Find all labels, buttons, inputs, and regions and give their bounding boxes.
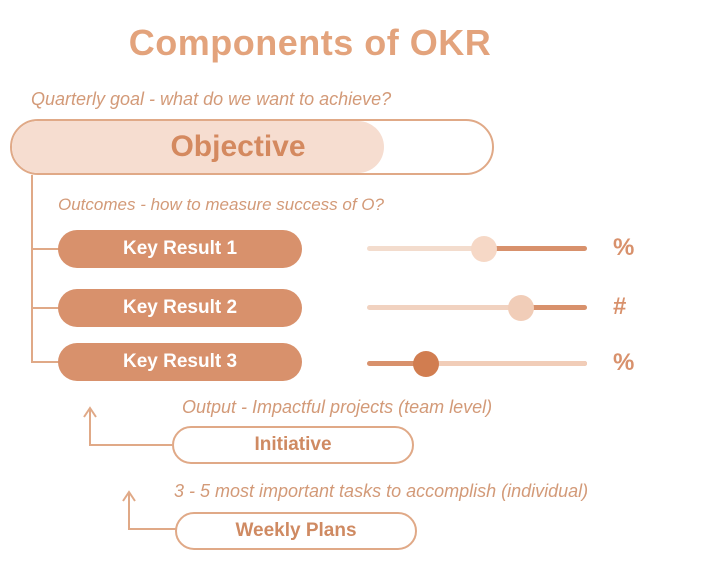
key-results-caption: Outcomes - how to measure success of O? (58, 195, 384, 214)
key-result-2-slider (367, 295, 587, 321)
weekly-arrow-head (122, 490, 136, 502)
key-result-2-unit: # (613, 293, 627, 320)
key-result-2-pill: Key Result 2 (58, 289, 302, 327)
objective-caption: Quarterly goal - what do we want to achi… (31, 89, 392, 109)
key-result-1-slider (367, 236, 587, 262)
slider-track-right (426, 361, 587, 366)
slider-track-right (483, 246, 587, 251)
key-result-1-unit: % (613, 234, 635, 261)
objective-label: Objective (170, 130, 306, 163)
weekly-arrow-line (128, 494, 176, 530)
kr-trunk-line (31, 175, 60, 363)
key-result-1-pill: Key Result 1 (58, 230, 302, 268)
slider-track-left (367, 305, 587, 310)
objective-box: Objective (10, 119, 494, 175)
initiative-pill: Initiative (172, 426, 414, 464)
initiative-arrow-head (83, 406, 97, 418)
page-title: Components of OKR (128, 22, 492, 63)
key-result-3-pill: Key Result 3 (58, 343, 302, 381)
weekly-plans-caption: 3 - 5 most important tasks to accomplish… (174, 481, 589, 501)
initiative-caption: Output - Impactful projects (team level) (182, 397, 493, 417)
objective-label-wrap: Objective (12, 121, 394, 173)
weekly-plans-pill: Weekly Plans (175, 512, 417, 550)
key-result-3-slider (367, 351, 587, 377)
slider-knob (413, 351, 440, 377)
slider-knob (470, 236, 497, 262)
slider-track-right (521, 305, 587, 310)
key-result-3-unit: % (613, 349, 635, 376)
slider-knob (508, 295, 534, 321)
objective-fill (12, 121, 384, 173)
initiative-arrow-line (89, 410, 172, 446)
